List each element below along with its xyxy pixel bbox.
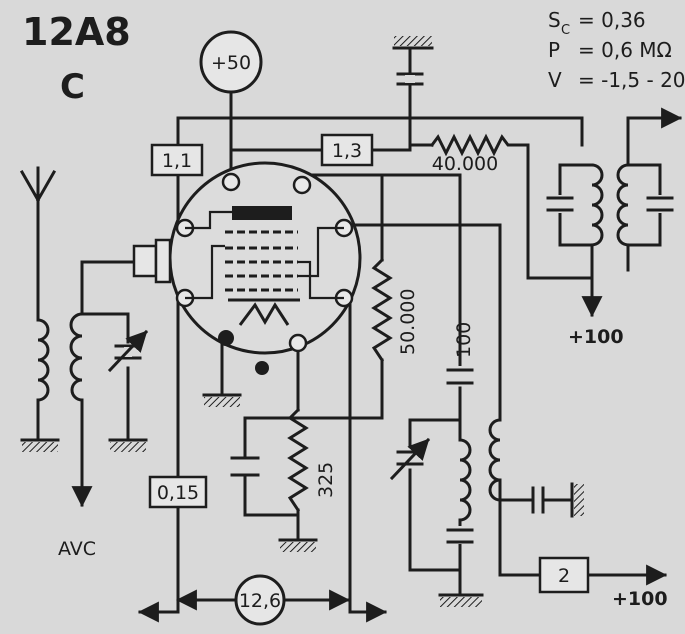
header: 12A8 C — [22, 10, 131, 107]
ground-top-icon — [392, 36, 434, 50]
resistor-screen-label: 50.000 — [397, 289, 419, 355]
capacitor-top — [396, 72, 424, 86]
coil-antenna-secondary — [69, 312, 84, 402]
resistor-plate-load-label: 40.000 — [432, 153, 498, 175]
box-2: 2 — [538, 556, 590, 594]
spec-value-p: = 0,6 MΩ — [578, 38, 672, 62]
ground-cathode-icon — [278, 538, 318, 552]
spec-value-sc: = 0,36 — [578, 8, 646, 32]
antenna-icon — [19, 166, 57, 203]
supply-right-label: +100 — [568, 326, 624, 348]
tube-envelope — [168, 161, 362, 375]
coil-if-secondary — [616, 163, 630, 247]
capacitor-grid-coupling: 100 — [446, 322, 475, 386]
spec-symbol-p: P — [548, 38, 560, 62]
capacitor-lower — [446, 526, 474, 544]
avc-label: AVC — [58, 538, 96, 560]
supply-50-label: +50 — [211, 52, 251, 74]
supply-50-node: +50 — [199, 30, 263, 94]
heater-voltage-label: 12,6 — [239, 590, 281, 612]
capacitor-grid-label: 100 — [453, 322, 475, 358]
coil-output-primary — [458, 418, 472, 522]
capacitor-right-bypass — [523, 486, 572, 514]
specs-block: S C = 0,36 P = 0,6 MΩ V = -1,5 - 20 — [548, 8, 685, 92]
grid-cap-connector — [132, 238, 172, 284]
resistor-cathode: 325 — [287, 407, 337, 513]
tube-variant-label: C — [60, 67, 85, 107]
coil-output-secondary — [488, 418, 502, 502]
capacitor-cathode-bypass — [230, 456, 260, 477]
coil-if-primary — [590, 163, 604, 247]
box-1-1-label: 1,1 — [162, 150, 192, 172]
spec-sub-sc: C — [561, 23, 570, 38]
supply-bottom-label: +100 — [612, 588, 668, 610]
box-0-15-label: 0,15 — [157, 482, 199, 504]
resistor-cathode-label: 325 — [315, 462, 337, 498]
coil-antenna-primary — [36, 318, 50, 402]
spec-value-v: = -1,5 - 20 — [578, 68, 685, 92]
tube-type-label: 12A8 — [22, 10, 131, 54]
ground-antenna-icon — [20, 438, 60, 452]
box-1-3: 1,3 — [320, 133, 374, 167]
ground-tube-icon — [202, 393, 242, 407]
capacitor-if-right — [646, 195, 674, 213]
box-2-label: 2 — [558, 565, 570, 587]
box-1-3-label: 1,3 — [332, 140, 362, 162]
ground-right-icon — [570, 482, 584, 518]
variable-capacitor-input — [107, 329, 149, 373]
ground-varcap-icon — [108, 438, 148, 452]
spec-symbol-v: V — [548, 68, 562, 92]
resistor-plate-load: 40.000 — [429, 133, 514, 175]
wiring — [36, 46, 683, 623]
ground-lower-icon — [438, 593, 484, 607]
spec-symbol-sc: S — [548, 8, 561, 32]
capacitor-if-left — [546, 195, 574, 213]
box-0-15: 0,15 — [148, 475, 208, 509]
box-1-1: 1,1 — [150, 143, 204, 177]
variable-capacitor-output — [389, 437, 431, 481]
resistor-screen: 50.000 — [371, 257, 419, 363]
heater-voltage-node: 12,6 — [234, 574, 286, 626]
